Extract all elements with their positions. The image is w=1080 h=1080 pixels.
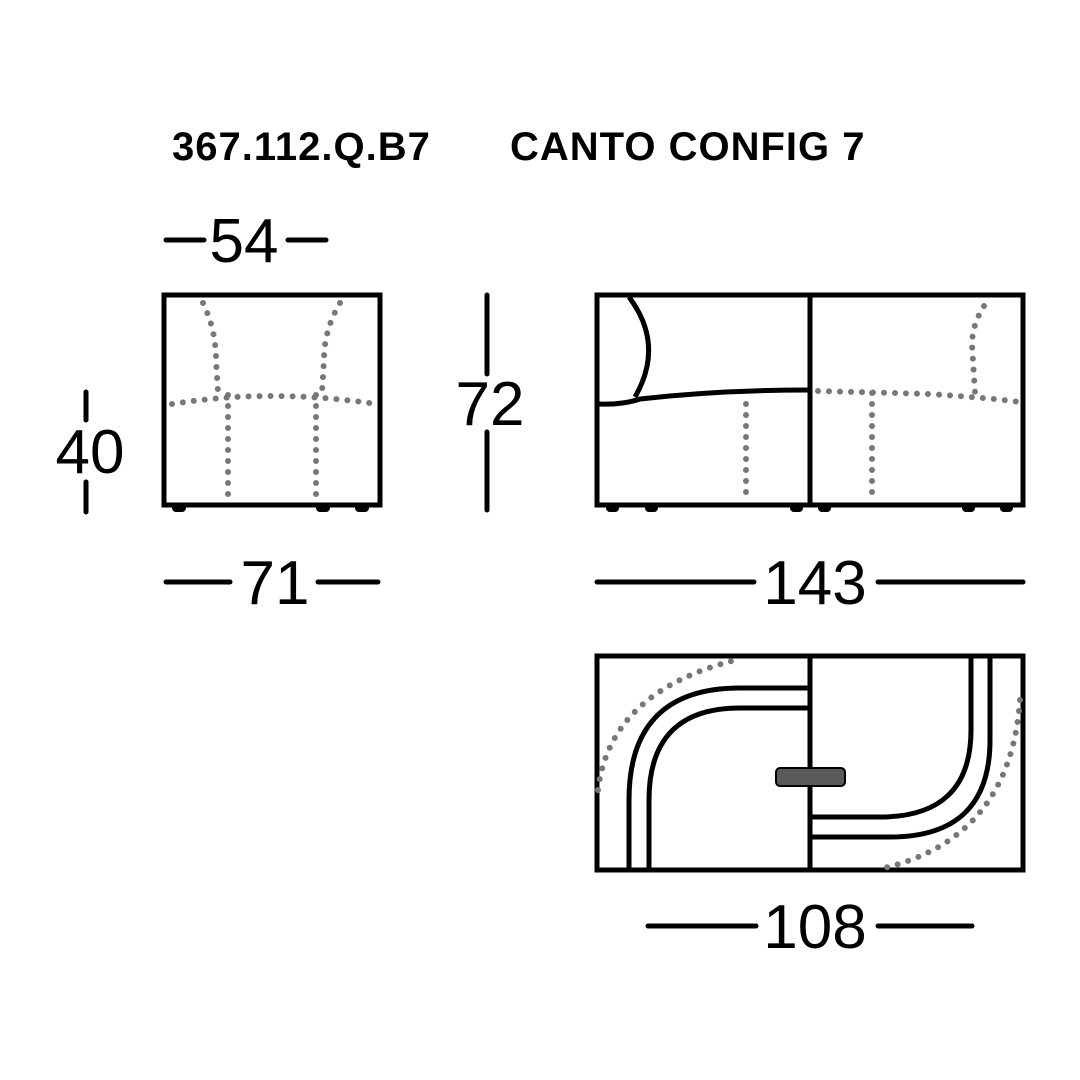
product-code: 367.112.Q.B7 xyxy=(172,125,431,169)
front-view xyxy=(594,292,1026,512)
plan-view xyxy=(594,653,1026,873)
connector-bracket xyxy=(775,767,846,787)
dimension-72: 72 xyxy=(456,292,525,513)
dimension-143: 143 xyxy=(594,549,1026,618)
dimension-label: 108 xyxy=(763,893,866,962)
dimension-108: 108 xyxy=(645,893,975,962)
dimension-label: 143 xyxy=(763,549,866,618)
dimension-label: 54 xyxy=(210,207,279,276)
dimension-40: 40 xyxy=(56,389,125,515)
product-name: CANTO CONFIG 7 xyxy=(510,125,866,169)
dimension-label: 71 xyxy=(241,549,310,618)
dimension-71: 71 xyxy=(163,549,381,618)
dimension-label: 72 xyxy=(456,370,525,439)
side-view xyxy=(161,292,383,512)
dimension-54: 54 xyxy=(163,207,329,276)
dimension-label: 40 xyxy=(56,418,125,487)
